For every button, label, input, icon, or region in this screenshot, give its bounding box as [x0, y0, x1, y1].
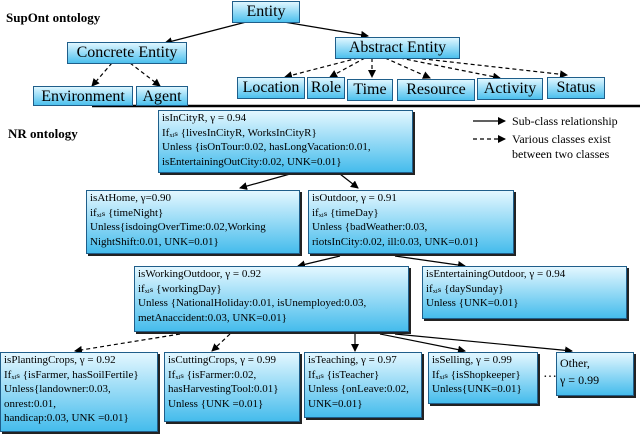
role-node: Role	[307, 77, 345, 99]
edge-outdoor-entertaining	[394, 255, 466, 269]
edge-concrete-environment	[91, 62, 113, 87]
concrete-entity-node: Concrete Entity	[67, 42, 187, 64]
supont-section-label: SupOnt ontology	[6, 10, 101, 25]
legend-dashed-label-1: Various classes exist	[512, 132, 611, 146]
edge-abstract-status	[414, 57, 568, 79]
activity-node: Activity	[477, 78, 543, 100]
abstract-entity-node: Abstract Entity	[335, 37, 460, 59]
legend-dashed-label-2: between two classes	[512, 147, 610, 161]
edge-root-home	[239, 173, 291, 190]
edge-outdoor-working	[297, 255, 341, 269]
edge-working-cutting	[211, 333, 231, 352]
status-node: Status	[547, 77, 605, 99]
edge-entity-abstract	[277, 20, 369, 39]
edge-working-planting	[74, 333, 181, 354]
location-node: Location	[237, 77, 305, 99]
edge-working-selling	[379, 333, 466, 354]
edge-root-outdoor	[339, 173, 359, 189]
edge-entity-concrete	[164, 20, 251, 46]
legend-solid-label: Sub-class relationship	[512, 114, 618, 128]
edge-working-other	[394, 333, 573, 355]
edge-concrete-agent	[129, 62, 161, 87]
environment-node: Environment	[33, 86, 133, 106]
entity-node: Entity	[232, 1, 300, 23]
node-other: Other,γ = 0.99	[556, 352, 634, 396]
edge-abstract-resource	[384, 57, 431, 79]
resource-node: Resource	[397, 79, 475, 101]
nr-section-label: NR ontology	[8, 126, 78, 141]
agent-node: Agent	[136, 86, 188, 106]
edge-abstract-location	[284, 57, 359, 80]
time-node: Time	[347, 79, 393, 101]
edge-abstract-activity	[399, 57, 501, 81]
